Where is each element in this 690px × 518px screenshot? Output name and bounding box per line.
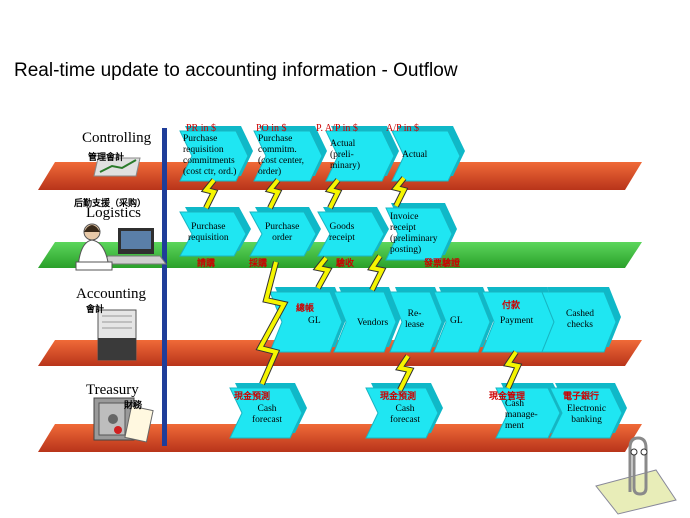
step-purchase-order: Purchase order [265,222,300,243]
step-purchase-requisition-commitments: Purchase requisition commitments (cost c… [183,134,237,177]
server-icon [97,309,137,361]
chevron-logistics-4 [385,207,453,261]
step-gl-2: GL [450,316,463,326]
chart-icon [93,157,141,177]
step-goods-receipt: Goods receipt [329,222,355,243]
zh-purchasing: 採購 [249,259,268,269]
step-cash-forecast-1: Cash forecast [252,404,283,425]
lightning-2 [266,178,281,209]
step-actual: Actual [402,150,428,160]
lane-label-logistics-zh: 后勤支援（采购） [74,199,147,209]
lightning-9 [504,350,521,389]
chevron-treasury-4 [549,387,623,439]
chevron-treasury-1 [229,387,303,439]
step-electronic-banking: Electronic banking [567,404,607,425]
lightning-8 [396,354,413,391]
treasury-band [38,424,642,452]
step-cashed-checks: Cashed checks [566,309,594,330]
lane-label-treasury: Treasury [86,382,139,398]
lightning-7 [257,261,288,385]
chevron-accounting-1 [269,291,343,353]
lane-label-accounting: Accounting [76,286,146,302]
chevron-group [179,126,627,439]
lane-label-controlling: Controlling [82,130,152,146]
chevron-logistics-1 [179,211,247,257]
chevron-accounting-6 [541,291,617,353]
lightning-5 [314,256,332,289]
step-actual-preliminary: Actual (preli- minary) [330,139,361,171]
chevron-controlling-2 [253,130,323,182]
lightning-4 [392,176,407,207]
step-vendors: Vendors [357,318,389,328]
lightning-1 [202,178,217,209]
slide-title: Real-time update to accounting informati… [14,60,458,81]
lightning-group [200,176,523,392]
chevron-controlling-1 [179,130,249,182]
step-release: Re- lease [405,309,424,330]
chevron-treasury-3 [495,387,561,439]
lane-label-accounting-zh: 會計 [86,305,105,315]
chevron-treasury-2 [365,387,439,439]
step-purchase-requisition: Purchase requisition [188,222,229,243]
header-pap: P. A/P in $ [316,123,358,134]
zh-invoice-verification: 發票驗證 [424,259,461,269]
zh-receiving: 驗收 [336,259,355,269]
lane-label-controlling-zh: 管理會計 [88,153,125,163]
header-ap: A/P in $ [386,123,419,134]
chevron-accounting-3 [389,291,443,353]
lane-divider [162,128,167,446]
chevron-controlling-4 [391,130,461,182]
zh-cash-forecast-2: 現金預測 [380,392,417,402]
step-payment: Payment [500,316,534,326]
step-gl: GL [308,316,321,326]
zh-payment: 付款 [502,301,521,311]
lightning-6 [368,254,385,291]
chevron-controlling-3 [325,130,395,182]
header-po: PO in $ [256,123,287,134]
chevron-accounting-4 [433,291,491,353]
chevron-logistics-3 [317,211,385,257]
zh-general-ledger: 總帳 [296,304,315,314]
zh-cash-forecast-1: 現金預測 [234,392,271,402]
paperclip-assistant-icon [595,436,677,515]
header-pr: PR in $ [186,123,217,134]
chevron-logistics-2 [249,211,317,257]
step-cash-forecast-2: Cash forecast [390,404,421,425]
lane-label-logistics: Logistics [86,205,141,221]
lane-label-treasury-zh: 財務 [124,401,143,411]
step-invoice-receipt: Invoice receipt (preliminary posting) [390,212,438,255]
person-computer-icon [75,223,167,271]
safe-icon [93,397,154,443]
lightning-3 [326,178,341,209]
chevron-accounting-2 [333,291,397,353]
zh-requisition: 請購 [197,259,216,269]
zh-electronic-banking: 電子銀行 [563,392,600,402]
step-cash-management: Cash manage- ment [505,399,538,431]
zh-cash-management: 現金管理 [489,392,526,402]
step-purchase-commitment: Purchase commitm. (cost center, order) [258,134,305,177]
